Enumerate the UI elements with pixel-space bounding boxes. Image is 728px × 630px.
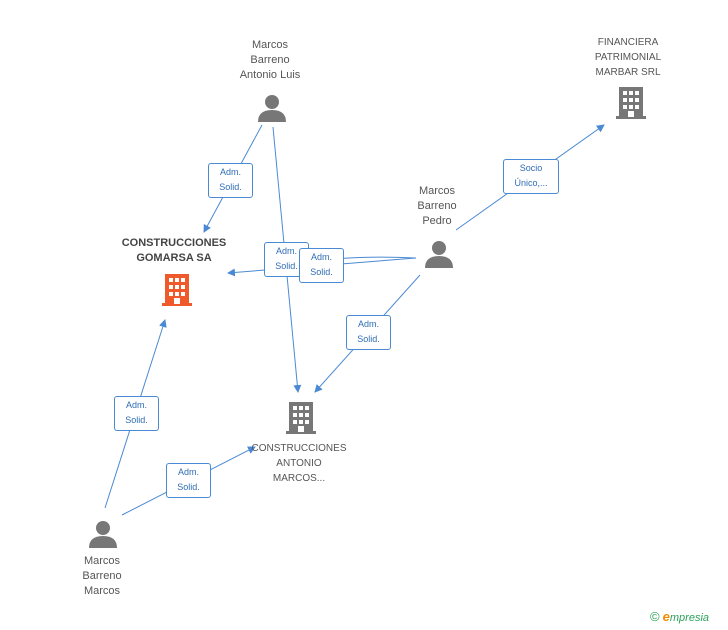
node-label-marcos[interactable]: Marcos Barreno Marcos xyxy=(82,555,122,597)
brand-logo: © empresia xyxy=(650,609,709,624)
node-label-pedro[interactable]: Marcos Barreno Pedro xyxy=(417,185,457,227)
edge-label[interactable]: Adm. Solid. xyxy=(346,315,391,350)
edge-label[interactable]: Adm. Solid. xyxy=(299,248,344,283)
brand-e: e xyxy=(662,609,670,624)
building-icon xyxy=(286,402,316,434)
node-label-antonio-marcos[interactable]: CONSTRUCCIONES ANTONIO MARCOS... xyxy=(251,443,347,484)
copyright-symbol: © xyxy=(650,609,660,624)
person-icon xyxy=(425,241,453,268)
node-label-financiera[interactable]: FINANCIERA PATRIMONIAL MARBAR SRL xyxy=(594,37,662,78)
node-label-gomarsa[interactable]: CONSTRUCCIONES GOMARSA SA xyxy=(121,237,227,264)
node-label-antonio-luis[interactable]: Marcos Barreno Antonio Luis xyxy=(239,39,301,81)
edge-label[interactable]: Adm. Solid. xyxy=(208,163,253,198)
person-icon xyxy=(258,95,286,122)
edge-label[interactable]: Socio Único,... xyxy=(503,159,559,194)
edge-label[interactable]: Adm. Solid. xyxy=(166,463,211,498)
edge-label[interactable]: Adm. Solid. xyxy=(114,396,159,431)
building-icon xyxy=(616,87,646,119)
person-icon xyxy=(89,521,117,548)
brand-name: mpresia xyxy=(669,612,710,624)
building-icon xyxy=(162,274,192,306)
